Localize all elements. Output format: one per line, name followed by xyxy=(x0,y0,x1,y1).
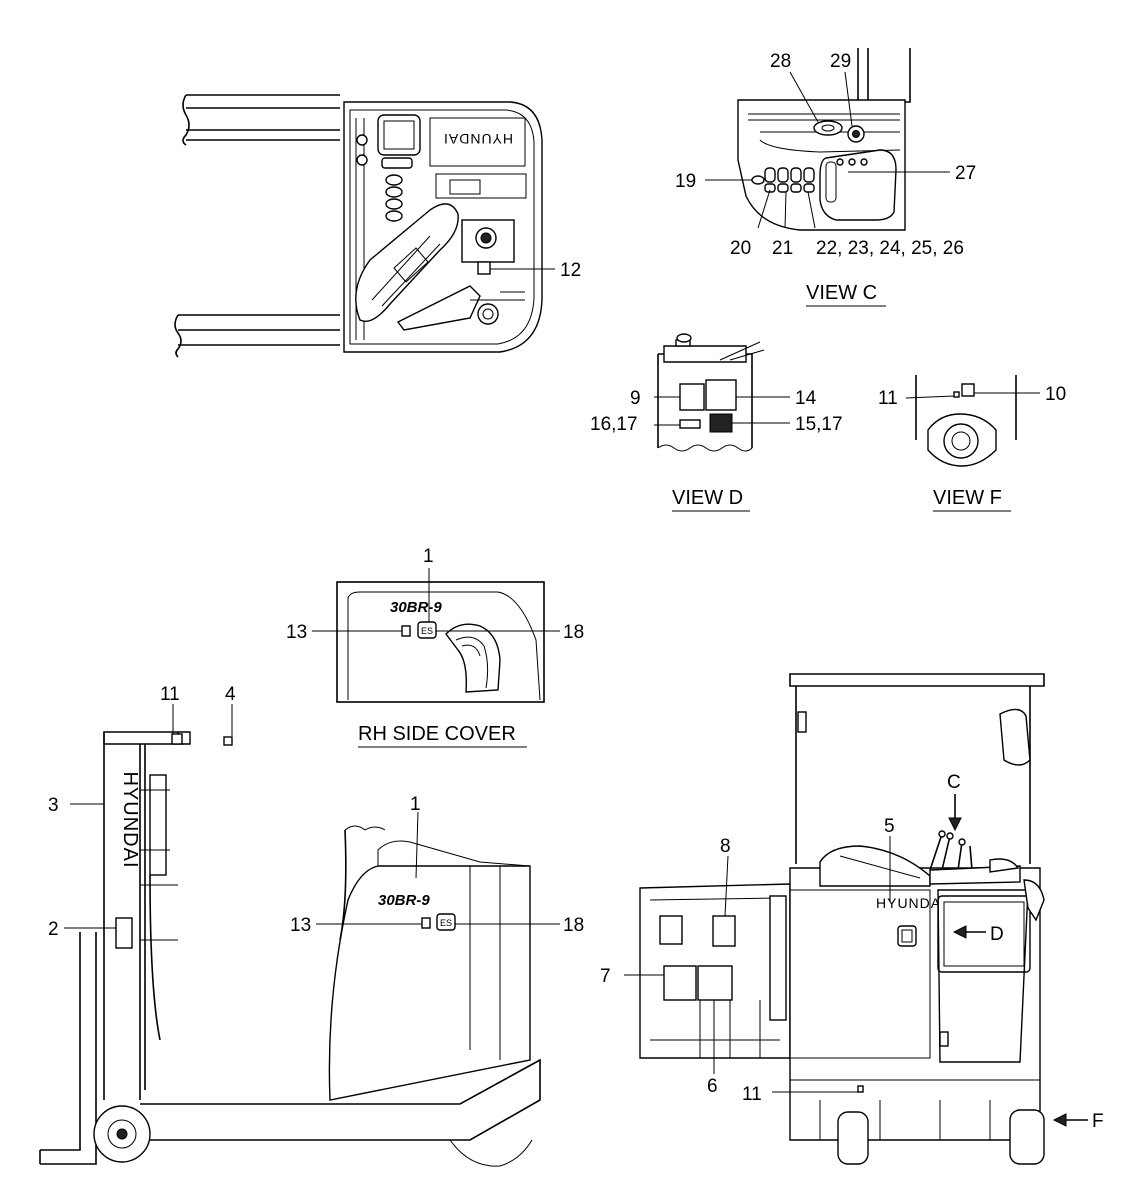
callout-27: 27 xyxy=(955,163,976,184)
callout-22-26: 22, 23, 24, 25, 26 xyxy=(816,238,964,259)
callout-15-17: 15,17 xyxy=(795,414,843,435)
callout-29: 29 xyxy=(830,51,851,72)
truck-side-view: HYUNDAI 30BR-9 ES 11 4 3 2 1 13 18 xyxy=(39,684,584,1167)
callout-11-rear: 11 xyxy=(742,1084,762,1105)
decal-6-marker xyxy=(697,965,733,1001)
callout-8: 8 xyxy=(720,836,731,857)
es-badge-side xyxy=(436,913,456,931)
callout-20: 20 xyxy=(730,238,751,259)
view-f-caption: VIEW F xyxy=(933,487,1002,509)
es-badge-label: ES xyxy=(421,626,433,636)
view-d: 9 14 16,17 15,17 VIEW D xyxy=(590,333,843,512)
callout-13-rh-cover: 13 xyxy=(286,622,307,643)
view-c-caption: VIEW C xyxy=(806,282,877,304)
es-badge-side-label: ES xyxy=(440,918,452,928)
callout-10: 10 xyxy=(1045,384,1066,405)
callout-2: 2 xyxy=(48,919,59,940)
rh-cover-caption: RH SIDE COVER xyxy=(358,723,516,745)
top-panel-view: HYUNDAI 12 xyxy=(174,94,581,358)
side-model: 30BR-9 xyxy=(378,892,430,909)
decal-8-marker xyxy=(712,915,736,947)
callout-21: 21 xyxy=(772,238,793,259)
mast-brand: HYUNDAI xyxy=(119,771,141,868)
decal-12-marker xyxy=(477,261,491,275)
decal-11-rear-marker xyxy=(857,1085,864,1093)
truck-rear-view: HYUNDAI C 5 8 D 7 6 11 F xyxy=(600,673,1104,1165)
callout-12: 12 xyxy=(560,260,581,281)
decal-15-marker xyxy=(709,413,733,433)
callout-11-side: 11 xyxy=(160,684,180,705)
decal-16-marker xyxy=(679,419,701,429)
view-d-caption: VIEW D xyxy=(672,487,743,509)
callout-18-rh-cover: 18 xyxy=(563,622,584,643)
view-f: 11 10 VIEW F xyxy=(878,375,1066,512)
callout-4: 4 xyxy=(225,684,236,705)
callout-19: 19 xyxy=(675,171,696,192)
decal-11-marker xyxy=(953,391,960,398)
decal-9-marker xyxy=(679,383,705,411)
control-knobs xyxy=(385,174,403,222)
top-panel-brand: HYUNDAI xyxy=(443,131,513,147)
rear-brand: HYUNDAI xyxy=(876,895,946,911)
callout-C: C xyxy=(947,772,961,793)
callout-1-side: 1 xyxy=(410,794,421,815)
callout-11-view-f: 11 xyxy=(878,388,898,409)
rh-side-cover: 30BR-9 ES 1 13 18 RH SIDE COVER xyxy=(286,546,584,748)
decal-10-marker xyxy=(961,383,975,397)
decal-14-marker xyxy=(705,379,737,411)
callout-16-17: 16,17 xyxy=(590,414,638,435)
callout-6: 6 xyxy=(707,1076,718,1097)
view-c: 28 29 19 27 20 21 22, 23, 24, 25, 26 VIE… xyxy=(675,48,976,307)
callout-18-side: 18 xyxy=(563,915,584,936)
es-badge xyxy=(417,621,437,639)
callout-1-rh-cover: 1 xyxy=(423,546,434,567)
decal-13-marker xyxy=(401,625,411,637)
callout-D: D xyxy=(990,924,1004,945)
rh-cover-model: 30BR-9 xyxy=(390,599,442,616)
callout-28: 28 xyxy=(770,51,791,72)
callout-9: 9 xyxy=(630,388,641,409)
callout-5: 5 xyxy=(884,816,895,837)
decal-2-marker xyxy=(115,917,133,949)
callout-3: 3 xyxy=(48,795,59,816)
decal-7-marker xyxy=(663,965,697,1001)
view-c-connectors xyxy=(751,167,815,193)
decal-11-side-marker xyxy=(171,733,183,745)
callout-14: 14 xyxy=(795,388,817,409)
callout-7: 7 xyxy=(600,966,611,987)
decal-13-side-marker xyxy=(421,917,431,929)
decal-4-marker xyxy=(223,736,233,746)
callout-13-side: 13 xyxy=(290,915,311,936)
callout-F: F xyxy=(1092,1111,1104,1132)
